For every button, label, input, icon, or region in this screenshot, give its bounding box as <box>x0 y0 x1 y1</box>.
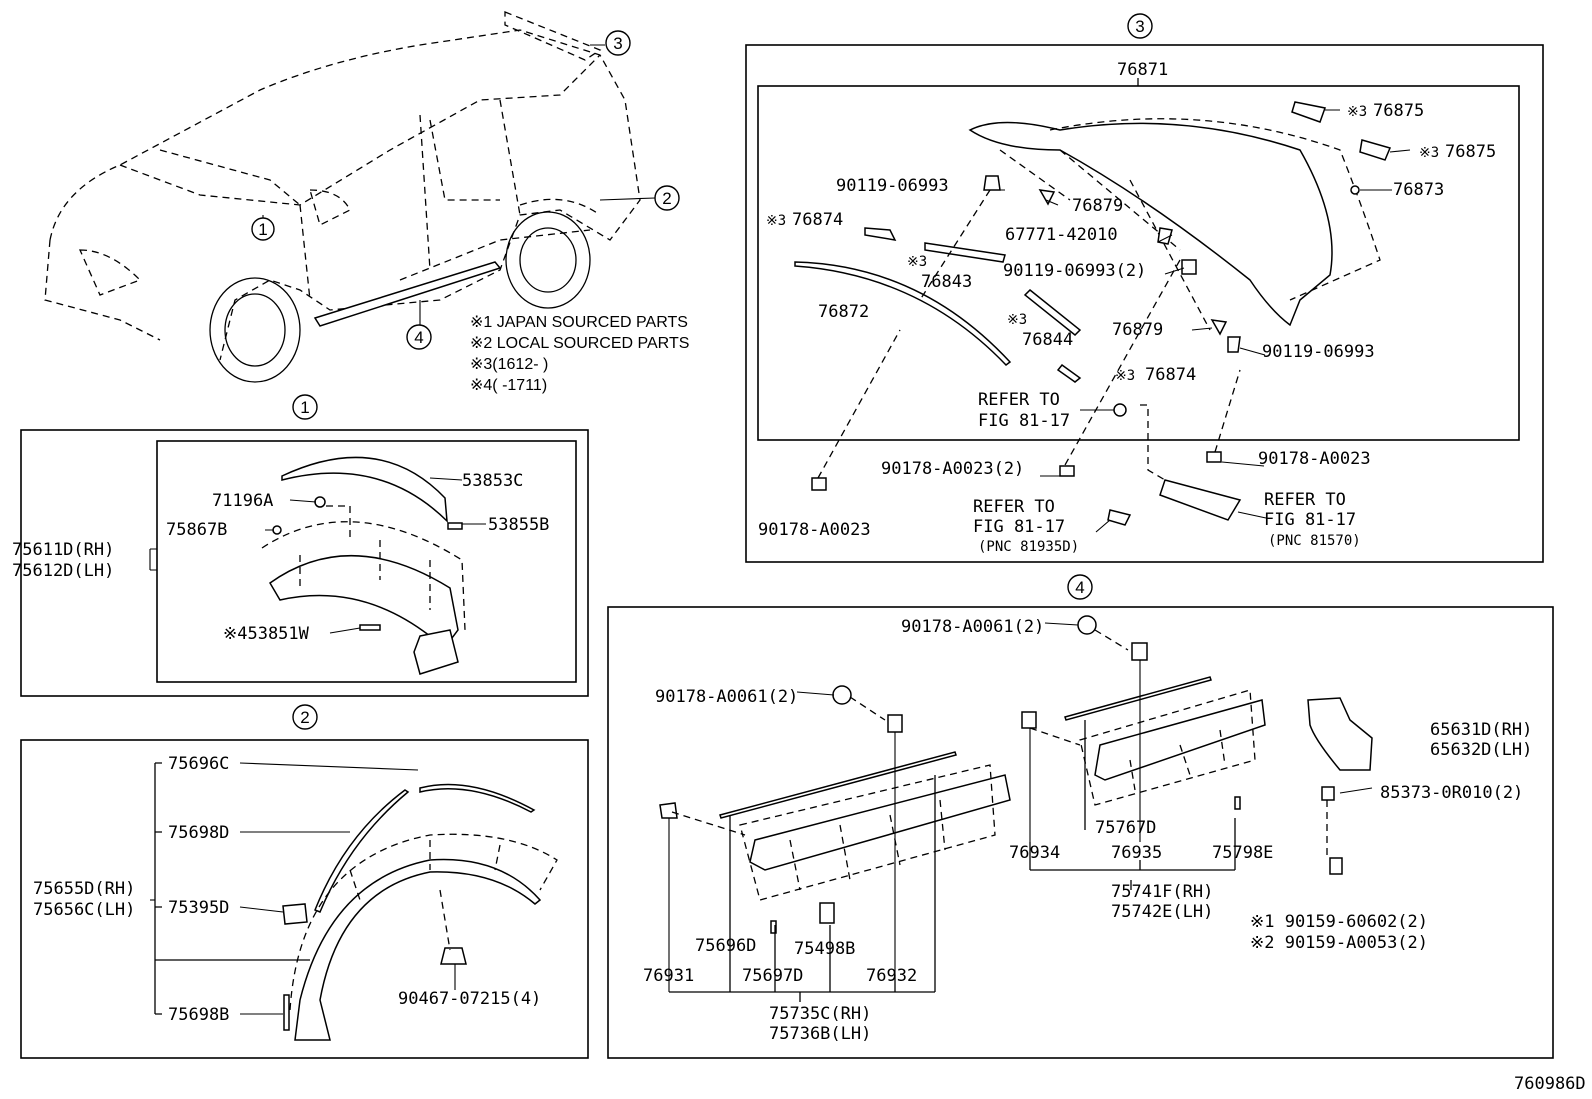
group2-assembly-lh: 75656C(LH) <box>33 900 135 920</box>
group-2-rear-fender-flare: 2 75655D(RH) 75656C(LH) 75696C 75698D 75… <box>20 704 589 1059</box>
part-76875-b: 76875 <box>1445 142 1496 162</box>
clip-76879-b <box>1210 319 1228 336</box>
mark-3-d: ※3 <box>907 254 927 270</box>
part-67771: 67771-42010 <box>1005 225 1118 245</box>
svg-text:4: 4 <box>414 328 423 347</box>
callout-3-overview: 3 <box>605 30 631 56</box>
svg-text:4: 4 <box>1075 578 1084 597</box>
part-76874-b: 76874 <box>1145 365 1196 385</box>
part-76934: 76934 <box>1009 843 1060 863</box>
part-76874-a: 76874 <box>792 210 843 230</box>
part-90178-a: 90178-A0023(2) <box>881 459 1024 479</box>
group-1-front-fender-flare: 1 75611D(RH) 75612D(LH) 71196A 75867B 53… <box>12 394 589 697</box>
diagram-id: 760986D <box>1514 1074 1586 1094</box>
clip-90178-a <box>1059 465 1075 477</box>
refer-to-3: REFER TO <box>1264 490 1346 510</box>
part-75742e: 75742E(LH) <box>1111 902 1213 922</box>
part-65632d: 65632D(LH) <box>1430 740 1532 760</box>
svg-text:1: 1 <box>300 398 309 417</box>
part-75395d: 75395D <box>168 898 229 918</box>
part-90119-a: 90119-06993 <box>836 176 949 196</box>
clip-90119-c <box>1227 336 1241 353</box>
part-90159-60602: ※1 90159-60602(2) <box>1250 912 1428 932</box>
part-75736b: 75736B(LH) <box>769 1024 871 1044</box>
clip-90119-b <box>1181 259 1197 275</box>
svg-text:3: 3 <box>613 34 622 53</box>
group-3-rear-spoiler: 3 76871 ※3 76875 ※3 76875 90119-0699 <box>745 13 1544 563</box>
callout-2-overview: 2 <box>654 185 680 211</box>
part-75698b: 75698B <box>168 1005 229 1025</box>
part-85373: 85373-0R010(2) <box>1380 783 1523 803</box>
part-90119-c: 90119-06993 <box>1262 342 1375 362</box>
svg-text:1: 1 <box>258 220 267 239</box>
refer-to-2: REFER TO <box>973 497 1055 517</box>
fig-ref-1: FIG 81-17 <box>978 411 1070 431</box>
part-65631d: 65631D(RH) <box>1430 720 1532 740</box>
part-76873: 76873 <box>1393 180 1444 200</box>
part-90178-a0061-a: 90178-A0061(2) <box>901 617 1044 637</box>
part-75798e: 75798E <box>1212 843 1273 863</box>
part-76879-b: 76879 <box>1112 320 1163 340</box>
pnc-81570: (PNC 81570) <box>1268 533 1361 549</box>
mark-3-e: ※3 <box>1007 312 1027 328</box>
part-53851w: ※453851W <box>223 624 310 644</box>
fig-ref-3: FIG 81-17 <box>1264 510 1356 530</box>
fig-ref-2: FIG 81-17 <box>973 517 1065 537</box>
mark-3-f: ※3 <box>1115 368 1135 384</box>
part-90119-b: 90119-06993(2) <box>1003 261 1146 281</box>
clip-90178-b <box>1206 451 1222 463</box>
part-76844: 76844 <box>1022 330 1073 350</box>
mark-3-b: ※3 <box>1419 145 1439 161</box>
part-75735c: 75735C(RH) <box>769 1004 871 1024</box>
part-76931: 76931 <box>643 966 694 986</box>
part-90467: 90467-07215(4) <box>398 989 541 1009</box>
mark-3-c: ※3 <box>766 213 786 229</box>
callout-4-overview: 4 <box>406 324 432 350</box>
part-75698d: 75698D <box>168 823 229 843</box>
refer-to-1: REFER TO <box>978 390 1060 410</box>
note-local: ※2 LOCAL SOURCED PARTS <box>470 335 689 352</box>
part-71196a: 71196A <box>212 491 273 511</box>
part-76935: 76935 <box>1111 843 1162 863</box>
part-90178-a0061-b: 90178-A0061(2) <box>655 687 798 707</box>
group1-assembly-rh: 75611D(RH) <box>12 540 114 560</box>
group-4-rocker-moulding: 4 90178-A0061(2) 90178-A0061(2) 65631D(R… <box>607 574 1554 1059</box>
pnc-81935d: (PNC 81935D) <box>978 539 1079 555</box>
svg-text:3: 3 <box>1135 17 1144 36</box>
part-90159-a0053: ※2 90159-A0053(2) <box>1250 933 1428 953</box>
clip-90119-a <box>983 175 1001 191</box>
part-75767d: 75767D <box>1095 818 1156 838</box>
note-date-from: ※3(1612- ) <box>470 356 548 373</box>
part-75498b: 75498B <box>794 939 855 959</box>
part-76875-a: 76875 <box>1373 101 1424 121</box>
assembly-76871: 76871 <box>1117 60 1168 80</box>
part-53855b: 53855B <box>488 515 549 535</box>
group2-assembly-rh: 75655D(RH) <box>33 879 135 899</box>
part-76872: 76872 <box>818 302 869 322</box>
svg-text:2: 2 <box>300 708 309 727</box>
part-53853c: 53853C <box>462 471 523 491</box>
part-75741f: 75741F(RH) <box>1111 882 1213 902</box>
part-76932: 76932 <box>866 966 917 986</box>
callout-1-overview: 1 <box>251 217 275 241</box>
part-90178-b: 90178-A0023 <box>1258 449 1371 469</box>
part-76879-a: 76879 <box>1072 196 1123 216</box>
part-76843: 76843 <box>921 272 972 292</box>
svg-text:2: 2 <box>662 189 671 208</box>
mark-3-a: ※3 <box>1347 104 1367 120</box>
part-75696c: 75696C <box>168 754 229 774</box>
note-japan: ※1 JAPAN SOURCED PARTS <box>470 314 688 331</box>
clip-76879-a <box>1038 189 1056 206</box>
part-90178-c: 90178-A0023 <box>758 520 871 540</box>
part-75867b: 75867B <box>166 520 227 540</box>
note-date-to: ※4( -1711) <box>470 377 547 394</box>
part-75697d: 75697D <box>742 966 803 986</box>
part-75696d: 75696D <box>695 936 756 956</box>
group1-assembly-lh: 75612D(LH) <box>12 561 114 581</box>
clip-90178-c <box>811 477 827 491</box>
